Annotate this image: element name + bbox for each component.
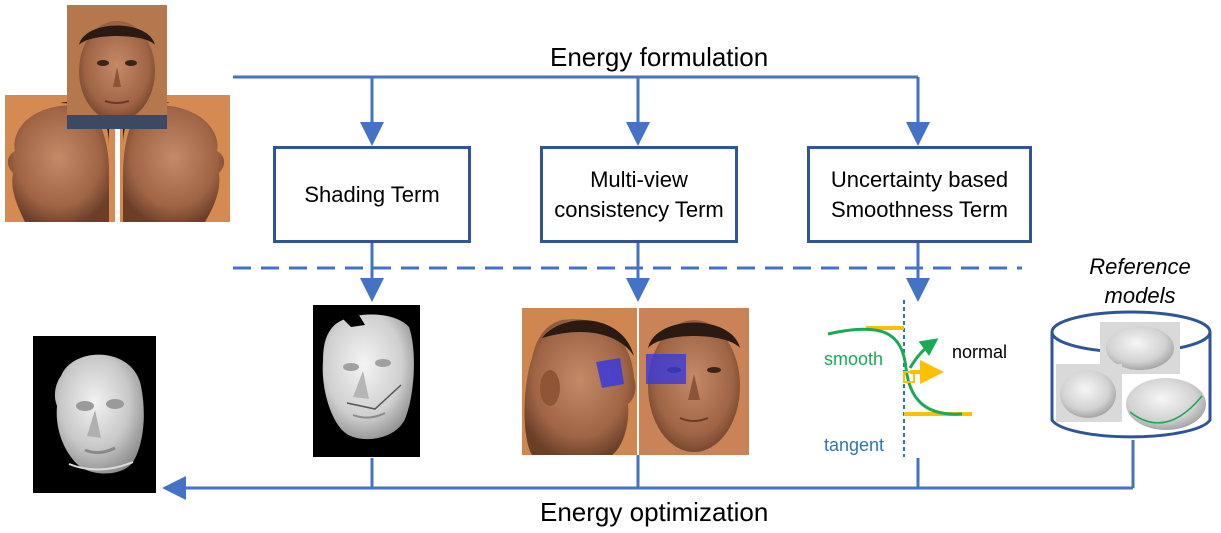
- face-mesh-icon: [33, 336, 156, 493]
- reference-models-icon: [1050, 310, 1212, 439]
- smoothness-term-line1: Uncertainty based: [830, 166, 1009, 192]
- multiview-term-line2: consistency Term: [554, 196, 724, 222]
- shading-term-label: Shading Term: [304, 181, 440, 207]
- shading-term-box: Shading Term: [273, 146, 471, 243]
- smooth-curve: [827, 327, 963, 416]
- energy-formulation-label: Energy formulation: [550, 42, 769, 72]
- smooth-label: smooth: [824, 349, 884, 369]
- smoothness-term-box: Uncertainty based Smoothness Term: [807, 146, 1032, 243]
- partial-mesh-icon: [313, 305, 420, 457]
- smoothness-illustration: [827, 300, 972, 457]
- reference-models-label: Reference models: [1070, 252, 1210, 310]
- multiview-term-box: Multi-view consistency Term: [540, 146, 738, 243]
- tangent-label: tangent: [824, 435, 885, 455]
- smoothness-term-line2: Smoothness Term: [831, 196, 1008, 222]
- face-photos-icon: [5, 5, 230, 222]
- multiview-faces-icon: [522, 308, 749, 455]
- reference-label-line2: models: [1104, 283, 1176, 308]
- reference-label-line1: Reference: [1089, 254, 1191, 279]
- multiview-term-line1: Multi-view: [590, 166, 688, 192]
- normal-label: normal: [952, 342, 1008, 362]
- energy-optimization-label: Energy optimization: [540, 497, 769, 527]
